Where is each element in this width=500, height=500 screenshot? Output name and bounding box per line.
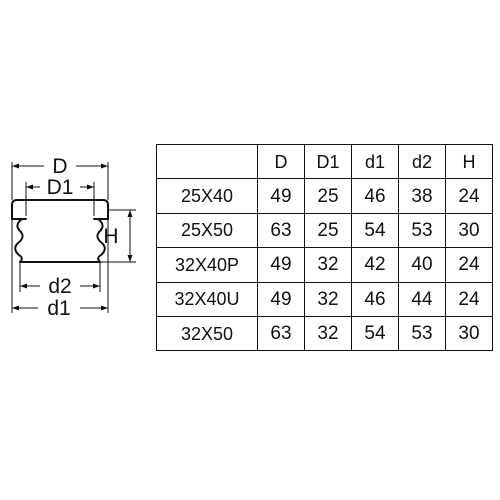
table-cell: 54 [351,212,399,249]
row-size-cell: 32X50 [156,315,258,352]
table-cell: 49 [257,178,305,214]
table-cell: 46 [351,281,399,317]
column-header-H: H [445,143,493,180]
table-cell: 54 [351,315,399,352]
table-cell: 63 [257,315,305,352]
column-header-D: D [257,143,305,180]
row-size-cell: 32X40P [156,247,258,283]
table-cell: 32 [304,247,352,283]
table-cell: 42 [351,247,399,283]
row-size-cell: 32X40U [156,281,258,317]
label-d1: d1 [47,297,70,320]
table-cell: 63 [257,212,305,249]
table-row: 32X40P 49 32 42 40 24 [156,247,493,283]
table-cell: 25 [304,212,352,249]
table-cell: 32 [304,281,352,317]
table-row: 25X40 49 25 46 38 24 [156,178,493,214]
table-cell: 53 [398,212,446,249]
table-row: 32X40U 49 32 46 44 24 [156,281,493,317]
table-cell: 49 [257,281,305,317]
table-cell: 46 [351,178,399,214]
column-header-D1: D1 [304,143,352,180]
table-cell: 24 [445,281,493,317]
table-cell: 30 [445,315,493,352]
table-cell: 30 [445,212,493,249]
row-size-cell: 25X50 [156,212,258,249]
part-outline [11,199,109,263]
label-d2: d2 [48,275,71,298]
column-header-d2: d2 [398,143,446,180]
table-row: 32X50 63 32 54 53 30 [156,315,493,352]
dimension-lines [12,163,133,311]
label-D1: D1 [47,176,74,199]
table-cell: 25 [304,178,352,214]
table-cell: 49 [257,247,305,283]
table-cell: 44 [398,281,446,317]
table-cell: 40 [398,247,446,283]
column-header-d1: d1 [351,143,399,180]
table-corner-cell [156,143,258,180]
table-cell: 24 [445,178,493,214]
dimension-table: D D1 d1 d2 H 25X40 49 25 46 38 24 25X50 … [156,143,493,352]
table-row: 25X50 63 25 54 53 30 [156,212,493,249]
label-D: D [52,155,67,178]
table-header-row: D D1 d1 d2 H [156,143,493,180]
table-cell: 38 [398,178,446,214]
table-cell: 32 [304,315,352,352]
table-cell: 53 [398,315,446,352]
label-H: H [103,225,118,248]
row-size-cell: 25X40 [156,178,258,214]
table-cell: 24 [445,247,493,283]
